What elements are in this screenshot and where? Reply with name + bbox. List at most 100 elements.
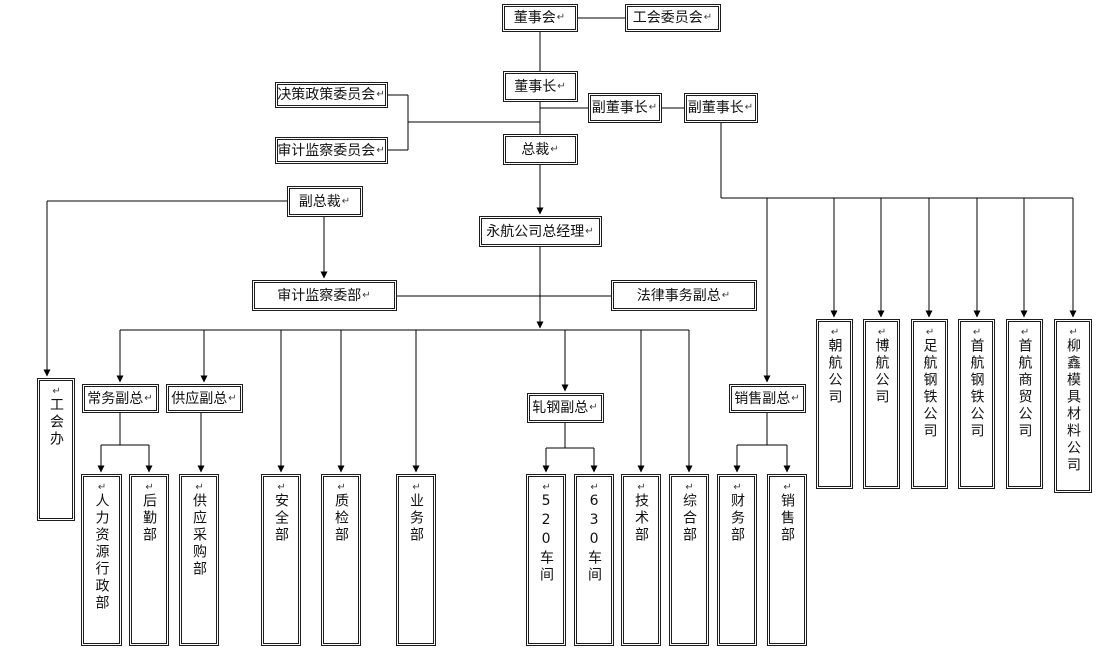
- org-node-shouhang-steel: ↵首航钢铁公司: [958, 319, 995, 489]
- org-node-liuxin: ↵柳鑫模具材料公司: [1054, 319, 1092, 493]
- org-node-label: 柳鑫模具材料公司: [1065, 338, 1082, 474]
- return-mark-icon: ↵: [684, 482, 696, 493]
- return-mark-icon: ↵: [648, 102, 658, 113]
- org-node-label: 博航公司: [873, 338, 890, 406]
- org-node-label: 技术部: [633, 493, 650, 544]
- org-node-label: 销售副总: [734, 390, 791, 407]
- return-mark-icon: ↵: [876, 327, 888, 338]
- org-node-zuhang-steel: ↵足航钢铁公司: [911, 319, 948, 489]
- return-mark-icon: ↵: [96, 482, 108, 493]
- org-node-label: 副董事长: [591, 100, 648, 116]
- org-node-sales-dept: ↵销售部: [767, 474, 807, 646]
- org-node-text: ↵630车间: [586, 477, 602, 584]
- return-mark-icon: ↵: [411, 482, 423, 493]
- org-node-audit-dept: 审计监察委部↵: [252, 280, 397, 311]
- org-node-tech-dept: ↵技术部: [621, 474, 661, 646]
- org-node-label: 董事长: [514, 78, 557, 95]
- return-mark-icon: ↵: [589, 482, 601, 493]
- org-node-workshop-520: ↵520车间: [526, 474, 566, 646]
- org-node-text: 常务副总↵: [87, 392, 153, 406]
- org-node-chaohang: ↵朝航公司: [816, 319, 853, 489]
- org-node-quality-dept: ↵质检部: [321, 474, 361, 646]
- org-node-label: 首航钢铁公司: [968, 338, 985, 440]
- org-node-executive-vp: 常务副总↵: [82, 384, 159, 413]
- return-mark-icon: ↵: [791, 392, 800, 404]
- return-mark-icon: ↵: [557, 80, 566, 92]
- org-node-label: 供应采购部: [191, 493, 208, 578]
- org-node-label: 审计监察委员会: [277, 142, 376, 159]
- org-node-text: ↵质检部: [333, 477, 349, 544]
- return-mark-icon: ↵: [721, 289, 731, 301]
- org-node-label: 副总裁: [298, 193, 341, 210]
- org-node-label: 工会办: [48, 397, 65, 448]
- return-mark-icon: ↵: [556, 12, 566, 23]
- org-node-text: 供应副总↵: [171, 392, 237, 406]
- org-node-label: 首航商贸公司: [1016, 338, 1033, 440]
- return-mark-icon: ↵: [636, 482, 648, 493]
- org-node-text: ↵销售部: [779, 477, 795, 544]
- org-node-label: 审计监察委部: [277, 287, 362, 304]
- return-mark-icon: ↵: [341, 195, 351, 207]
- org-node-bohang: ↵博航公司: [863, 319, 900, 489]
- org-node-text: ↵博航公司: [873, 322, 890, 406]
- return-mark-icon: ↵: [336, 482, 348, 493]
- org-node-text: ↵后勤部: [141, 477, 157, 544]
- org-node-chairman: 董事长↵: [503, 71, 578, 102]
- return-mark-icon: ↵: [744, 102, 754, 113]
- org-node-logistics-dept: ↵后勤部: [129, 474, 169, 646]
- org-node-label: 后勤部: [141, 493, 158, 544]
- org-node-text: 销售副总↵: [734, 392, 800, 406]
- org-node-workshop-630: ↵630车间: [574, 474, 614, 646]
- return-mark-icon: ↵: [376, 89, 385, 100]
- org-node-text: ↵柳鑫模具材料公司: [1065, 322, 1081, 474]
- return-mark-icon: ↵: [782, 482, 794, 493]
- org-node-text: ↵技术部: [633, 477, 649, 544]
- org-node-text: 轧钢副总↵: [532, 401, 598, 415]
- return-mark-icon: ↵: [362, 289, 371, 301]
- return-mark-icon: ↵: [550, 143, 559, 155]
- return-mark-icon: ↵: [51, 386, 63, 397]
- org-node-label: 质检部: [333, 493, 350, 544]
- org-node-policy-committee: 决策政策委员会↵: [275, 82, 388, 108]
- return-mark-icon: ↵: [585, 225, 594, 237]
- org-node-business-dept: ↵业务部: [396, 474, 436, 646]
- return-mark-icon: ↵: [228, 392, 237, 404]
- org-node-finance-dept: ↵财务部: [717, 474, 757, 646]
- org-node-president: 总裁↵: [503, 134, 578, 165]
- org-node-supply-vp: 供应副总↵: [166, 384, 243, 413]
- return-mark-icon: ↵: [144, 392, 153, 404]
- org-node-text: ↵首航商贸公司: [1016, 322, 1033, 440]
- org-node-text: ↵综合部: [681, 477, 697, 544]
- org-node-text: 副董事长↵: [688, 101, 754, 115]
- org-node-board: 董事会↵: [502, 4, 578, 32]
- org-node-text: ↵供应采购部: [191, 477, 207, 578]
- return-mark-icon: ↵: [1068, 327, 1080, 338]
- org-node-audit-committee: 审计监察委员会↵: [275, 137, 388, 164]
- org-node-safety-dept: ↵安全部: [261, 474, 301, 646]
- org-node-label: 足航钢铁公司: [921, 338, 938, 440]
- org-node-label: 董事会: [513, 10, 556, 26]
- org-node-label: 法律事务副总: [636, 287, 721, 304]
- return-mark-icon: ↵: [194, 482, 206, 493]
- org-node-legal-vp: 法律事务副总↵: [611, 280, 757, 311]
- org-node-label: 永航公司总经理: [486, 223, 585, 240]
- org-node-text: 决策政策委员会↵: [277, 88, 385, 102]
- org-node-vice-president: 副总裁↵: [287, 186, 363, 217]
- org-node-label: 人力资源行政部: [93, 493, 110, 612]
- org-node-label: 630车间: [586, 493, 603, 584]
- org-node-text: 总裁↵: [521, 143, 559, 157]
- org-node-hr-admin-dept: ↵人力资源行政部: [81, 474, 122, 646]
- org-node-rolling-vp: 轧钢副总↵: [527, 393, 604, 423]
- return-mark-icon: ↵: [732, 482, 744, 493]
- org-node-text: 董事长↵: [514, 80, 566, 94]
- org-node-label: 副董事长: [687, 100, 744, 116]
- org-node-procurement-dept: ↵供应采购部: [179, 474, 219, 646]
- org-node-label: 520车间: [538, 493, 555, 584]
- org-node-label: 综合部: [681, 493, 698, 544]
- return-mark-icon: ↵: [924, 327, 936, 338]
- return-mark-icon: ↵: [144, 482, 156, 493]
- org-node-shouhang-trade: ↵首航商贸公司: [1006, 319, 1043, 489]
- org-node-label: 工会委员会: [632, 10, 703, 26]
